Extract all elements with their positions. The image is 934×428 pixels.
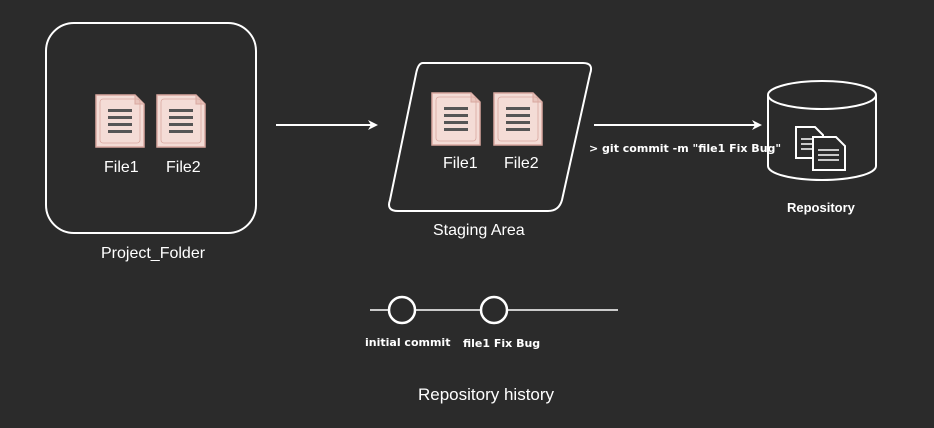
initial-commit-node	[387, 295, 417, 325]
staged-file1-document-icon	[431, 92, 481, 146]
staged-file1-label: File1	[443, 155, 478, 172]
fix-bug-commit-label: file1 Fix Bug	[463, 337, 541, 350]
project-file1-label: File1	[104, 159, 139, 176]
commit-command-label: > git commit -m "file1 Fix Bug"	[589, 142, 782, 155]
fix-bug-commit-node	[479, 295, 509, 325]
project-folder-box	[45, 22, 257, 234]
project-file2-label: File2	[166, 159, 201, 176]
initial-commit-label: initial commit	[365, 336, 451, 349]
database-icon	[767, 80, 877, 181]
project-folder-caption: Project_Folder	[101, 245, 206, 262]
staged-file2-document-icon	[493, 92, 543, 146]
staging-area-caption: Staging Area	[433, 222, 525, 239]
repository-history-title: Repository history	[418, 385, 555, 404]
copy-documents-icon	[795, 126, 846, 171]
repository-caption: Repository	[787, 200, 855, 215]
staging-area-box	[388, 62, 593, 212]
staged-file2-label: File2	[504, 155, 539, 172]
file2-document-icon	[156, 94, 206, 148]
file1-document-icon	[95, 94, 145, 148]
